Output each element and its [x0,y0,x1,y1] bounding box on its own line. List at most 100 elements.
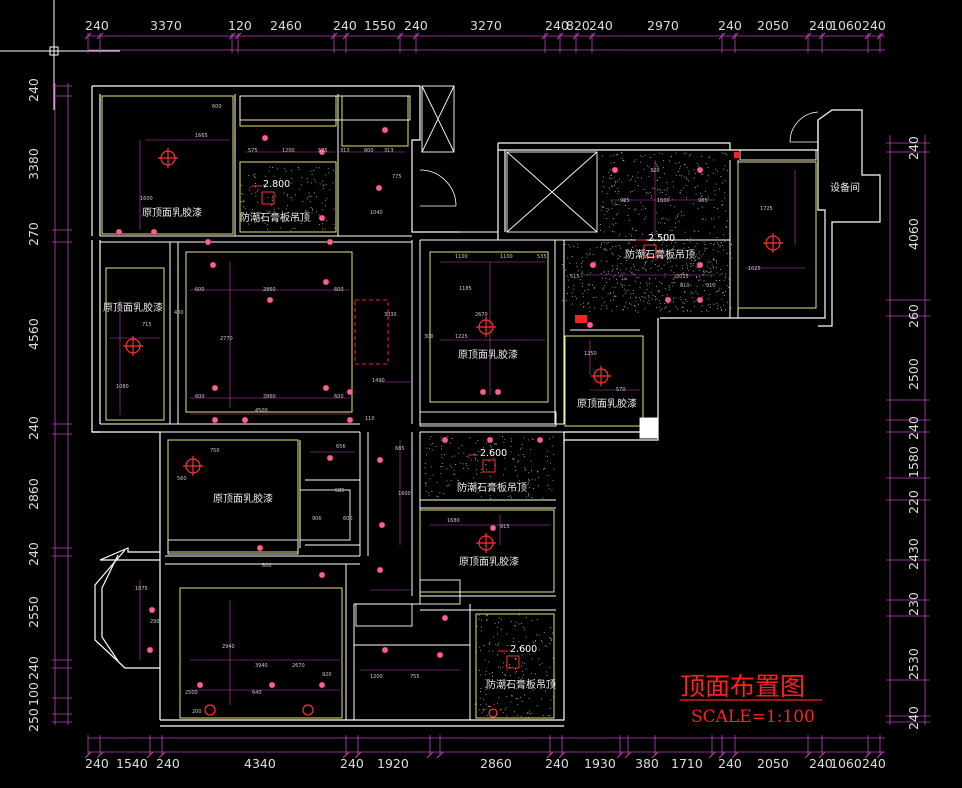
speckle [549,715,551,717]
speckle [248,214,249,216]
speckle [549,643,551,644]
speckle [254,176,256,178]
speckle [679,192,681,194]
speckle [580,303,582,305]
speckle [524,469,526,471]
speckle [652,295,654,296]
room-label-7: 原顶面乳胶漆 [213,492,273,505]
dim-top-14: 2050 [757,18,789,33]
speckle [658,265,660,267]
speckle [453,473,455,475]
speckle [258,217,260,219]
speckle [716,272,718,274]
speckle [483,645,485,647]
dim-top-17: 240 [862,18,886,33]
speckle [642,267,643,269]
speckle [626,279,628,280]
inner-dim-41: 1080 [116,384,129,390]
room-labels: 原顶面乳胶漆 防潮石膏板吊顶 原顶面乳胶漆 防潮石膏板吊顶 原顶面乳胶漆 原顶面… [103,181,860,691]
dim-top-16: 1060 [830,18,862,33]
speckle [642,205,644,207]
downlight-21 [378,521,386,529]
speckle [473,477,475,479]
speckle [488,650,490,652]
speckle [680,211,682,213]
speckle [721,309,722,311]
dim-top-12: 2970 [647,18,679,33]
speckle [528,472,530,474]
speckle [306,198,308,200]
speckle [506,669,508,671]
speckle [613,295,615,297]
speckle [269,166,271,168]
speckle [550,683,552,684]
speckle [546,460,548,462]
speckle [710,261,711,263]
speckle [573,284,575,286]
speckle [672,278,674,280]
speckle [614,275,616,276]
speckle [324,205,326,207]
speckle [515,688,517,690]
speckle [612,186,614,187]
speckle [527,716,529,718]
speckle [616,180,618,182]
speckle [583,306,585,307]
speckle [679,174,681,176]
speckle [682,265,684,267]
downlight-35 [376,566,384,574]
speckle [717,244,719,245]
speckle [716,183,718,185]
speckle [271,204,272,206]
speckle [525,648,527,650]
tick-top-slash-5 [342,32,350,40]
speckle [623,160,625,162]
speckle [656,212,658,214]
speckle [687,270,689,271]
speckle [616,278,617,280]
tick-bottom-slash-19 [876,751,884,759]
speckle [654,243,656,245]
speckle [616,265,618,267]
speckle [698,230,700,232]
speckle [566,275,568,277]
inner-dim-32: 1225 [455,334,468,340]
speckle [454,455,456,457]
speckle [633,189,635,191]
speckle [493,636,495,638]
speckle [682,268,683,270]
speckle [702,274,704,275]
speckle [700,255,702,257]
speckle [506,696,508,698]
elevation-value-2: 2.500 [648,233,675,244]
speckle [701,305,703,307]
speckle [576,262,578,264]
tick-bottom-slash-17 [818,751,826,759]
dim-bottom-7: 2860 [480,756,512,771]
speckle [268,217,269,218]
tick-top-slash-3 [234,32,242,40]
speckle [725,225,727,227]
speckle [582,296,584,298]
speckle [730,307,732,309]
dim-top-7: 240 [404,18,428,33]
speckle [630,267,632,269]
speckle [550,699,552,701]
speckle [700,196,702,198]
speckle [716,260,717,262]
speckle [607,193,609,194]
speckle [583,302,584,304]
speckle [571,296,573,298]
speckle [637,171,639,173]
speckle [300,184,302,186]
speckle [612,253,614,255]
speckle [609,293,611,294]
speckle [254,214,256,216]
dim-top-6: 1550 [364,18,396,33]
speckle [714,190,716,192]
speckle [702,206,703,208]
speckle [666,294,668,296]
speckle [551,639,552,641]
speckle [503,674,505,676]
